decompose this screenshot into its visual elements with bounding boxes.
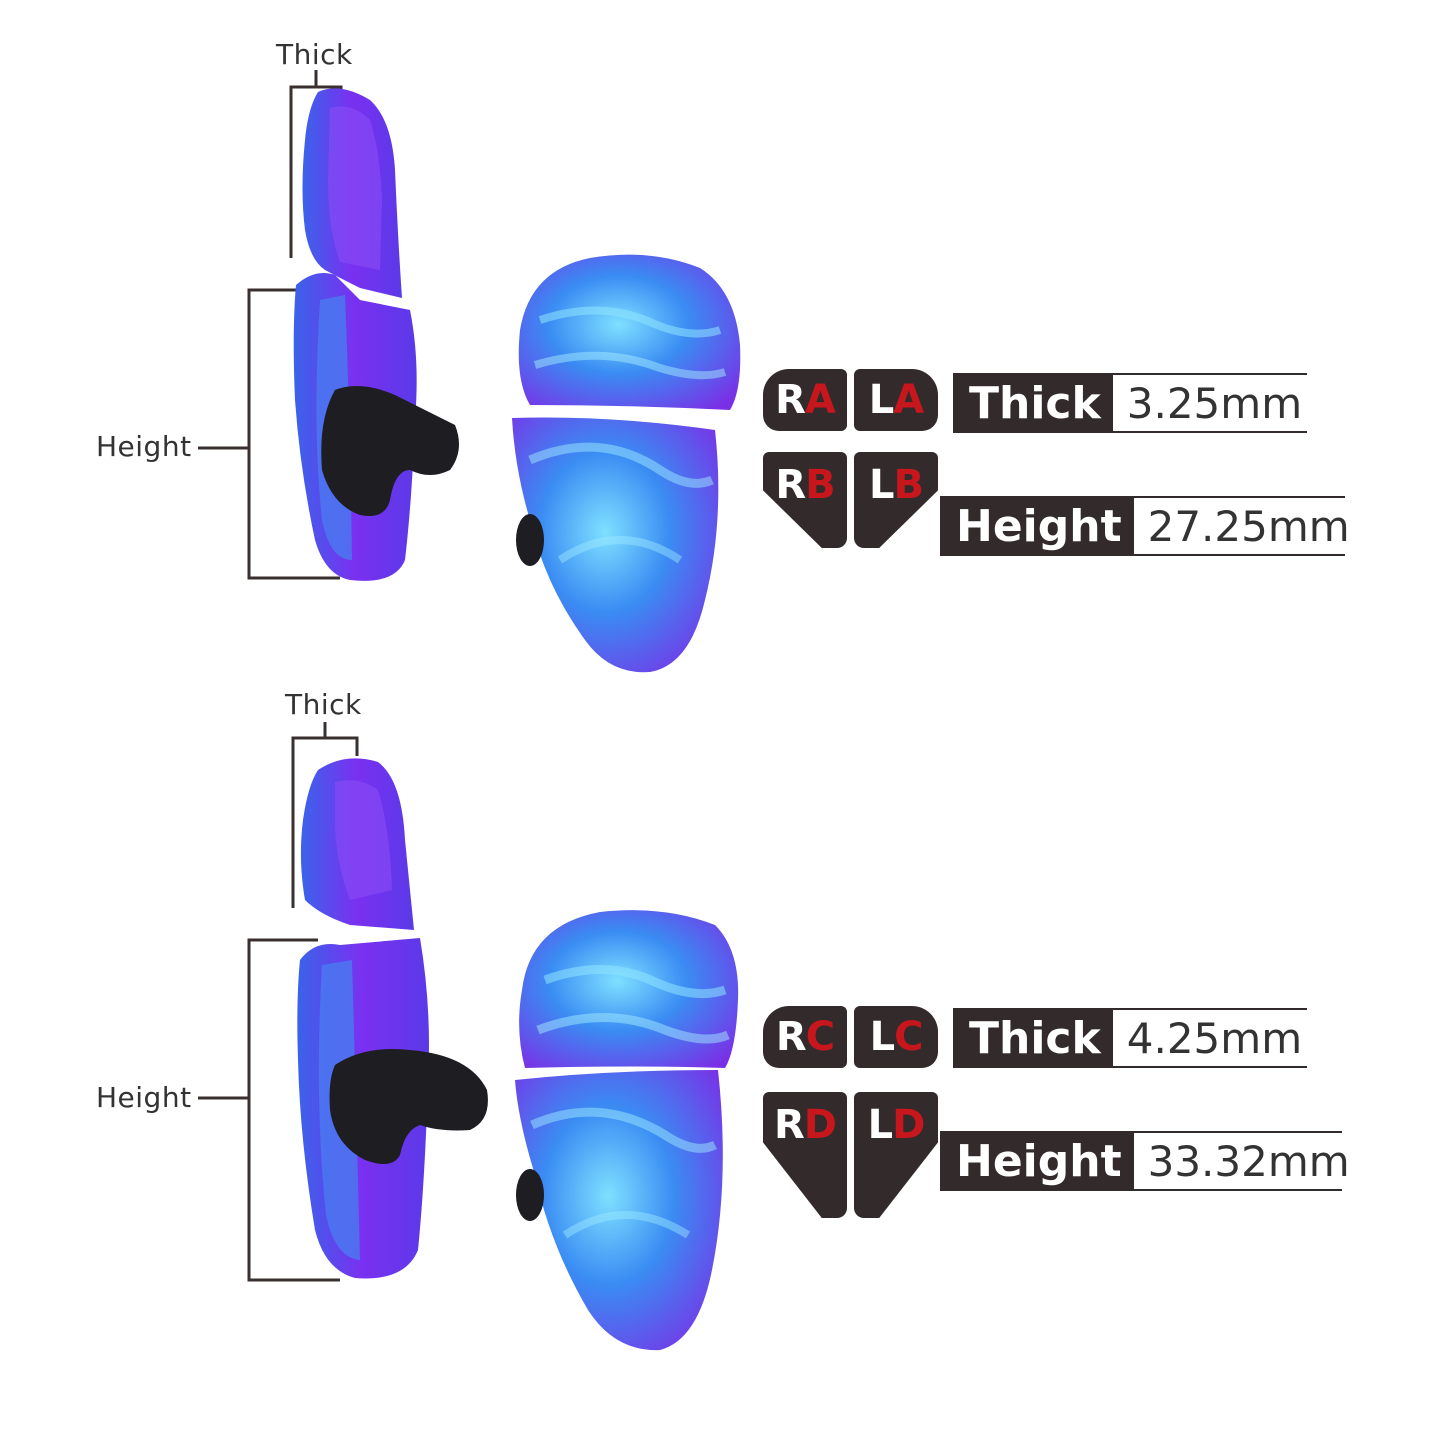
paddle-front-top-1 (518, 254, 741, 410)
badge-prefix: R (775, 462, 806, 508)
badge-prefix: R (775, 377, 806, 423)
paddle-side-top-1 (302, 88, 402, 298)
badge-letter: C (805, 1014, 835, 1060)
badge-letter: D (803, 1102, 837, 1148)
badge-letter: A (893, 377, 924, 423)
thick-spec-1: Thick 3.25mm (953, 373, 1317, 433)
badge-prefix: R (775, 1014, 807, 1060)
badge-letter: B (893, 462, 924, 508)
badge-prefix: L (869, 1014, 895, 1060)
height-bracket-1 (198, 288, 340, 580)
height-bracket-2 (198, 938, 340, 1282)
badge-letter: B (805, 462, 835, 508)
spec-value: 3.25mm (1112, 375, 1317, 431)
spec-key: Thick (955, 1010, 1113, 1066)
paddle-side-main-1 (293, 272, 459, 581)
paddle-front-bottom-1 (512, 417, 719, 673)
thick-bracket-2 (291, 722, 359, 908)
height-spec-2: Height 33.32mm (940, 1131, 1364, 1191)
paddle-front-top-2 (519, 910, 739, 1068)
thick-spec-2: Thick 4.25mm (953, 1008, 1317, 1068)
spec-value: 27.25mm (1133, 498, 1364, 554)
thick-label-2: Thick (285, 688, 362, 721)
badge-letter: C (894, 1014, 923, 1060)
badge-letter: D (892, 1102, 925, 1148)
badge-prefix: L (869, 462, 894, 508)
badge-letter: A (804, 377, 836, 423)
paddle-side-main-2 (297, 938, 488, 1279)
spec-value: 33.32mm (1133, 1133, 1364, 1189)
spec-key: Thick (955, 375, 1113, 431)
paddle-front-bottom-2 (515, 1070, 723, 1351)
height-label-1: Height (96, 430, 192, 463)
height-label-2: Height (96, 1081, 192, 1114)
spec-key: Height (942, 1133, 1134, 1189)
paddle-side-top-2 (300, 758, 414, 930)
badge-prefix: R (773, 1102, 805, 1148)
thick-label-1: Thick (276, 38, 353, 71)
badge-prefix: L (868, 377, 894, 423)
height-spec-1: Height 27.25mm (940, 496, 1364, 556)
spec-key: Height (942, 498, 1134, 554)
spec-value: 4.25mm (1112, 1010, 1317, 1066)
badge-prefix: L (867, 1102, 893, 1148)
